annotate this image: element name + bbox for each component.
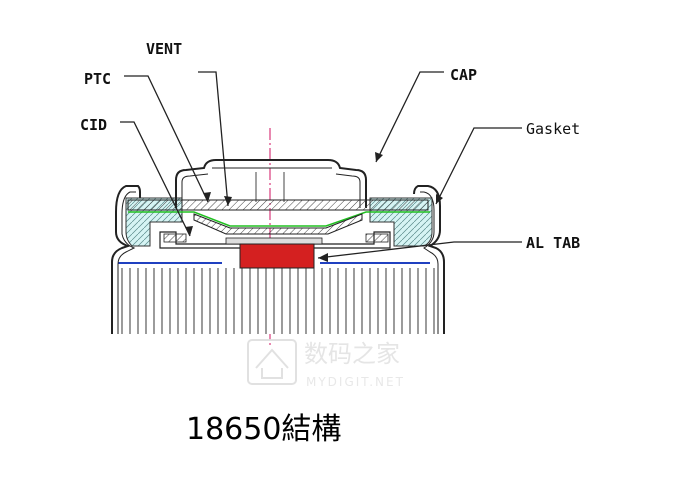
- leader-gasket: [435, 127, 522, 205]
- diagram-caption: 18650結構: [186, 412, 342, 447]
- label-gasket: Gasket: [526, 120, 580, 138]
- can-wall: [111, 185, 445, 334]
- leader-lines: [120, 71, 522, 259]
- leader-al-tab: [317, 241, 522, 259]
- watermark-sub: MYDIGIT.NET: [306, 375, 405, 389]
- vent-hatched: [193, 213, 363, 235]
- label-al-tab: AL TAB: [526, 234, 580, 252]
- leader-ptc: [124, 75, 209, 203]
- label-vent: VENT: [146, 40, 182, 58]
- watermark-main: 数码之家: [304, 340, 400, 368]
- arrowheads: [185, 152, 443, 262]
- can-body: [112, 262, 444, 334]
- label-cid: CID: [80, 116, 107, 134]
- al-tab: [239, 243, 315, 269]
- cap: [175, 159, 367, 208]
- vent-membrane: [128, 211, 430, 227]
- can-wall-inner: [117, 191, 439, 334]
- cid-hatch-left: [163, 233, 187, 243]
- cap-inner: [181, 173, 361, 208]
- label-cap: CAP: [450, 66, 477, 84]
- leader-cid: [120, 121, 191, 237]
- label-ptc: PTC: [84, 70, 111, 88]
- leader-vent: [198, 71, 229, 207]
- cid-hatch-right: [365, 233, 389, 243]
- cid-center: [225, 237, 323, 245]
- watermark-logo-icon: [247, 339, 297, 385]
- leader-cap: [375, 71, 444, 163]
- ptc-ring: [127, 199, 429, 211]
- watermark: 数码之家 MYDIGIT.NET: [247, 339, 405, 389]
